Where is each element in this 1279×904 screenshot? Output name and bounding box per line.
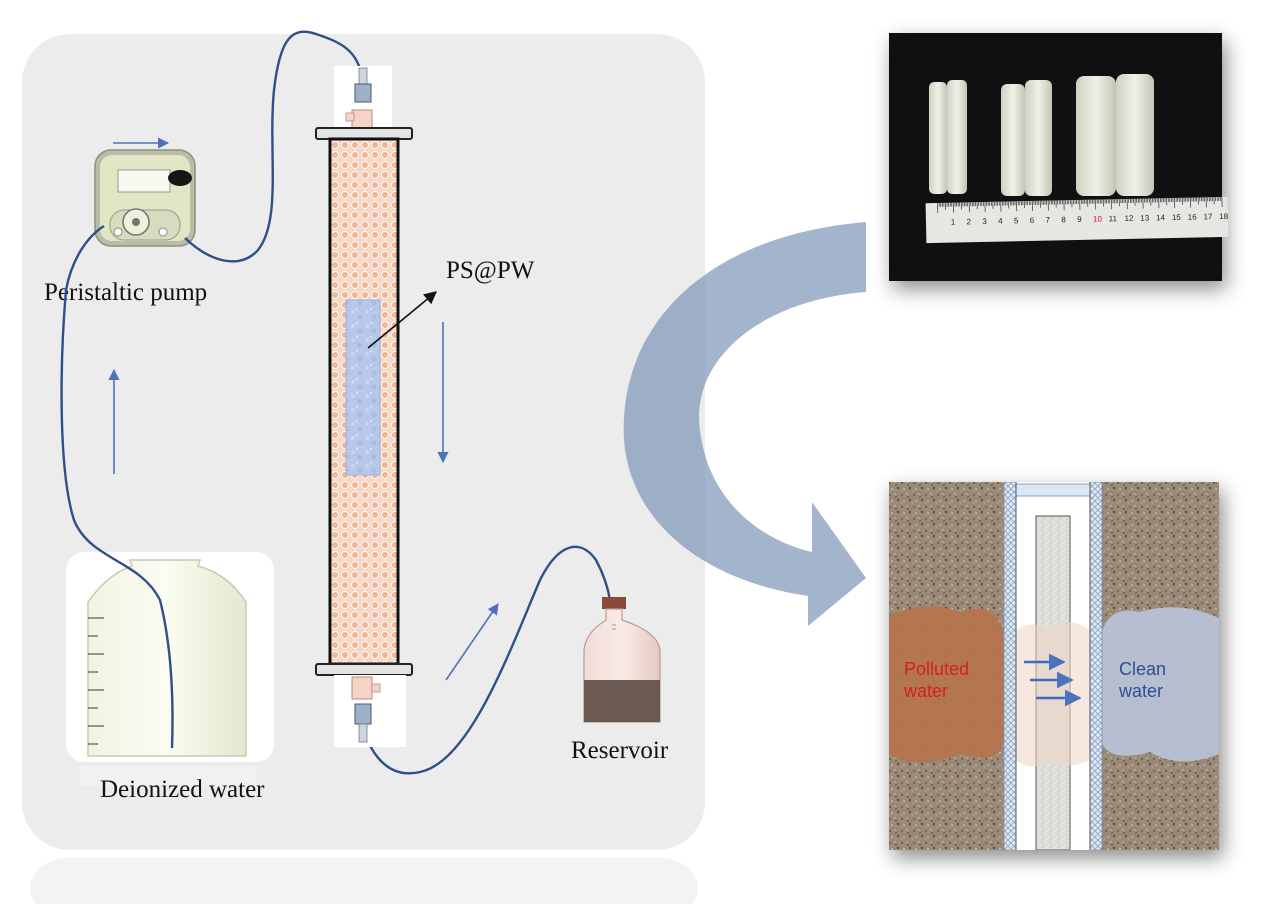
barrier-schematic: Polluted water Clean water xyxy=(889,482,1219,850)
polluted-water-label-1: Polluted xyxy=(904,659,969,679)
ruler-tick-label: 12 xyxy=(1124,214,1134,223)
ruler-tick-label: 15 xyxy=(1172,213,1182,222)
ps-pw-sample xyxy=(345,299,381,476)
cylinder-4 xyxy=(1025,80,1052,196)
barrier-mesh-right xyxy=(1089,482,1103,850)
polluted-water-zone xyxy=(889,606,1016,763)
tube-pump-to-column xyxy=(184,30,364,263)
ruler-tick-label: 14 xyxy=(1156,213,1166,222)
cylinder-5 xyxy=(1076,76,1116,196)
ruler-tick-label: 4 xyxy=(998,217,1003,226)
ruler-tick-label: 11 xyxy=(1109,214,1118,223)
ruler-tick-label: 7 xyxy=(1045,216,1050,225)
reservoir-bottle xyxy=(583,597,661,723)
peristaltic-pump xyxy=(94,149,196,247)
ruler-tick-label: 8 xyxy=(1061,215,1066,224)
tube-column-to-reservoir xyxy=(360,545,612,775)
ruler-tick-label: 10 xyxy=(1093,214,1103,223)
ruler-tick-label: 5 xyxy=(1014,216,1019,225)
polluted-water-label-2: water xyxy=(903,681,948,701)
ruler-tick-label: 17 xyxy=(1203,212,1213,221)
ruler-tick-label: 9 xyxy=(1077,215,1082,224)
panel-reflection xyxy=(30,858,698,904)
ruler-tick-label: 6 xyxy=(1030,216,1035,225)
clean-water-zone xyxy=(1090,607,1219,762)
cylinder-1 xyxy=(929,82,947,194)
packed-column xyxy=(315,66,413,747)
cylinder-3 xyxy=(1001,84,1025,196)
ruler-tick-label: 3 xyxy=(982,217,987,226)
treatment-zone xyxy=(1016,621,1090,767)
tubing xyxy=(60,30,612,775)
flow-arrows xyxy=(108,137,499,681)
deionized-water-label: Deionized water xyxy=(100,776,265,803)
flow-arrow-diagonal xyxy=(445,603,499,681)
cylinder-6 xyxy=(1116,74,1154,196)
ruler-tick-label: 18 xyxy=(1219,212,1229,221)
ruler-tick-label: 2 xyxy=(966,217,971,226)
ruler-tick-label: 1 xyxy=(951,218,956,227)
clean-water-label-1: Clean xyxy=(1119,659,1166,679)
barrier-mesh-left xyxy=(1003,482,1017,850)
treatment-flow-arrows xyxy=(1024,653,1082,707)
ruler-tick-label: 16 xyxy=(1188,213,1198,222)
curved-arrow xyxy=(623,222,866,626)
ps-pw-label: PS@PW xyxy=(446,257,535,284)
cylinder-2 xyxy=(947,80,967,194)
tube-source-to-pump xyxy=(60,224,174,749)
clean-water-label-2: water xyxy=(1118,681,1163,701)
ps-pw-pointer xyxy=(367,291,437,349)
reservoir-label: Reservoir xyxy=(571,737,669,764)
peristaltic-pump-label: Peristaltic pump xyxy=(44,279,207,306)
ruler-tick-label: 13 xyxy=(1140,213,1150,222)
